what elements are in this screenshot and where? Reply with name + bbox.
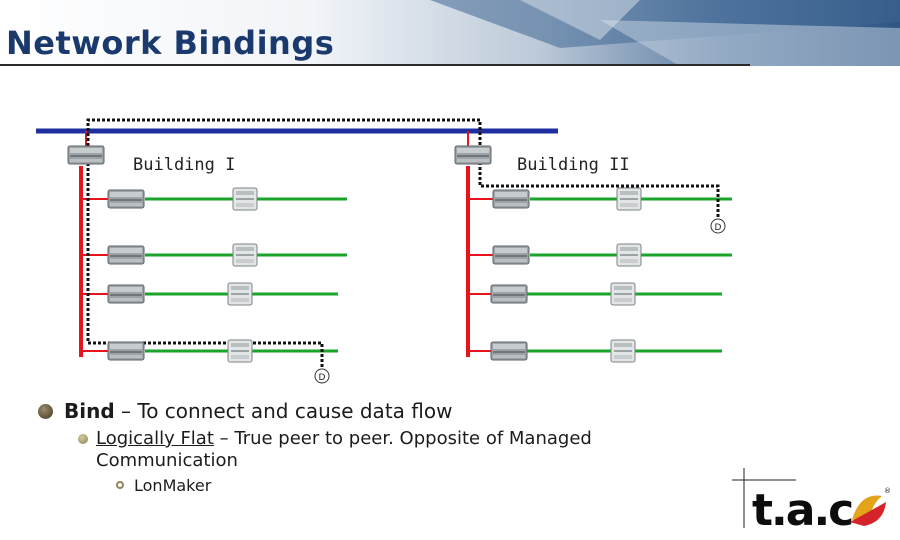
page-title: Network Bindings <box>6 24 335 62</box>
svg-text:®: ® <box>884 487 891 495</box>
tac-logo: t.a.c ® <box>732 468 891 536</box>
stubs-building-1 <box>81 198 108 352</box>
bullet-icon <box>78 434 88 444</box>
controller <box>107 341 145 361</box>
svg-text:D: D <box>319 373 326 383</box>
branches-building-2 <box>527 197 732 353</box>
bullet-icon <box>38 404 53 419</box>
controller <box>107 245 145 265</box>
svg-text:D: D <box>715 223 722 233</box>
io-module <box>232 243 258 267</box>
controller <box>107 284 145 304</box>
controller <box>492 245 530 265</box>
bullet-lonmaker: LonMaker <box>116 476 738 496</box>
device-marker-building-2: D <box>710 218 726 234</box>
controller <box>490 284 528 304</box>
binding-path <box>86 118 720 372</box>
header-background <box>0 0 900 66</box>
bullet-text: LonMaker <box>134 476 212 495</box>
bullet-term: Bind <box>64 399 115 423</box>
bullet-text: – To connect and cause data flow <box>114 399 453 423</box>
bullet-icon <box>116 481 124 489</box>
bullet-term: Logically Flat <box>96 428 214 449</box>
branches-building-1 <box>145 197 347 353</box>
svg-text:t.a.c: t.a.c <box>752 485 852 536</box>
bullet-bind: Bind – To connect and cause data flow <box>38 398 738 424</box>
stubs-building-2 <box>468 198 493 352</box>
router-building-2 <box>454 145 492 165</box>
network-diagram: D D Building I Building II <box>36 118 732 384</box>
controller <box>490 341 528 361</box>
building-1-label: Building I <box>133 155 235 175</box>
io-module <box>616 243 642 267</box>
controller <box>107 189 145 209</box>
io-module <box>616 187 642 211</box>
bullet-logically-flat: Logically Flat – True peer to peer. Oppo… <box>76 428 716 472</box>
bullet-text: – True peer to peer. Opposite of Managed… <box>96 428 592 471</box>
io-module <box>610 339 636 363</box>
router-building-1 <box>67 145 105 165</box>
title-divider <box>0 64 750 66</box>
io-module <box>227 339 253 363</box>
io-module <box>232 187 258 211</box>
controller <box>492 189 530 209</box>
device-marker-building-1: D <box>314 368 330 384</box>
building-2-label: Building II <box>517 155 630 175</box>
bullet-list: Bind – To connect and cause data flow Lo… <box>38 398 738 496</box>
io-module <box>610 282 636 306</box>
io-module <box>227 282 253 306</box>
